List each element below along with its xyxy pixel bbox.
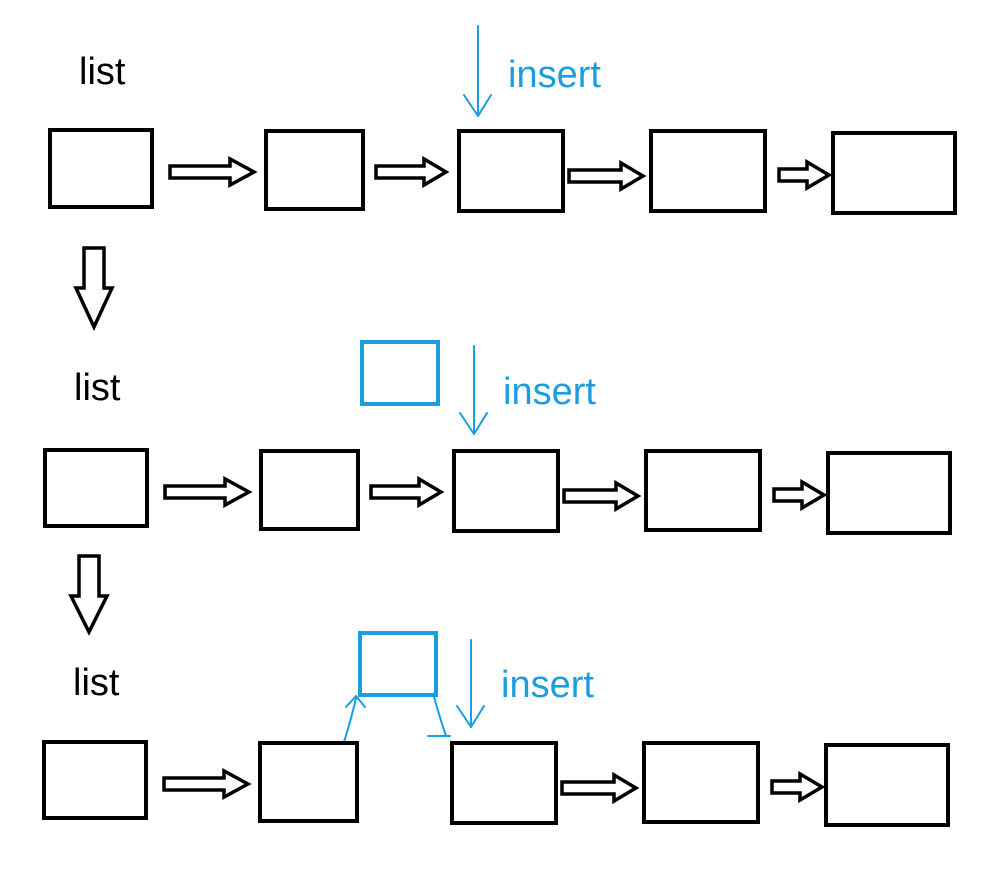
- list-node: [43, 448, 149, 528]
- next-pointer-arrow: [777, 158, 833, 192]
- list-node: [264, 129, 365, 211]
- next-pointer-arrow: [567, 159, 647, 193]
- list-node: [452, 449, 560, 533]
- next-pointer-arrow: [772, 478, 828, 512]
- list-node: [457, 129, 565, 213]
- list-node: [831, 131, 957, 215]
- next-pointer-arrow: [562, 479, 642, 513]
- link-prev-to-new: [343, 697, 357, 743]
- list-node: [48, 128, 154, 209]
- insert-label: insert: [508, 54, 601, 96]
- list-node: [826, 451, 952, 535]
- next-pointer-arrow: [374, 155, 450, 189]
- next-pointer-arrow: [168, 156, 258, 188]
- panel-1: list insert: [48, 25, 957, 215]
- link-new-to-next: [433, 696, 447, 737]
- step-down-arrow: [68, 554, 110, 636]
- insert-pointer-arrowhead: [456, 705, 485, 728]
- list-label: list: [79, 51, 126, 93]
- list-node: [642, 741, 760, 824]
- list-node: [649, 129, 767, 213]
- list-node: [644, 449, 762, 532]
- list-node: [450, 741, 558, 825]
- list-label: list: [74, 367, 121, 409]
- list-node: [258, 741, 359, 823]
- list-node: [824, 743, 950, 827]
- next-pointer-arrow: [163, 476, 253, 508]
- panel-2: list insert: [43, 340, 952, 535]
- insert-label: insert: [503, 371, 596, 413]
- insert-label: insert: [501, 664, 594, 706]
- next-pointer-arrow: [770, 770, 826, 804]
- next-pointer-arrow: [369, 475, 445, 509]
- panel-3: list insert: [42, 631, 950, 827]
- new-node: [360, 340, 440, 406]
- new-node: [358, 631, 438, 697]
- link-prev-to-new-arrowhead: [345, 695, 366, 708]
- list-label: list: [73, 662, 120, 704]
- next-pointer-arrow: [162, 768, 252, 800]
- next-pointer-arrow: [560, 771, 640, 805]
- insert-pointer-arrowhead: [463, 94, 492, 117]
- insert-pointer-arrowhead: [459, 412, 488, 435]
- list-node: [259, 449, 360, 531]
- step-down-arrow: [73, 246, 115, 332]
- list-node: [42, 740, 148, 820]
